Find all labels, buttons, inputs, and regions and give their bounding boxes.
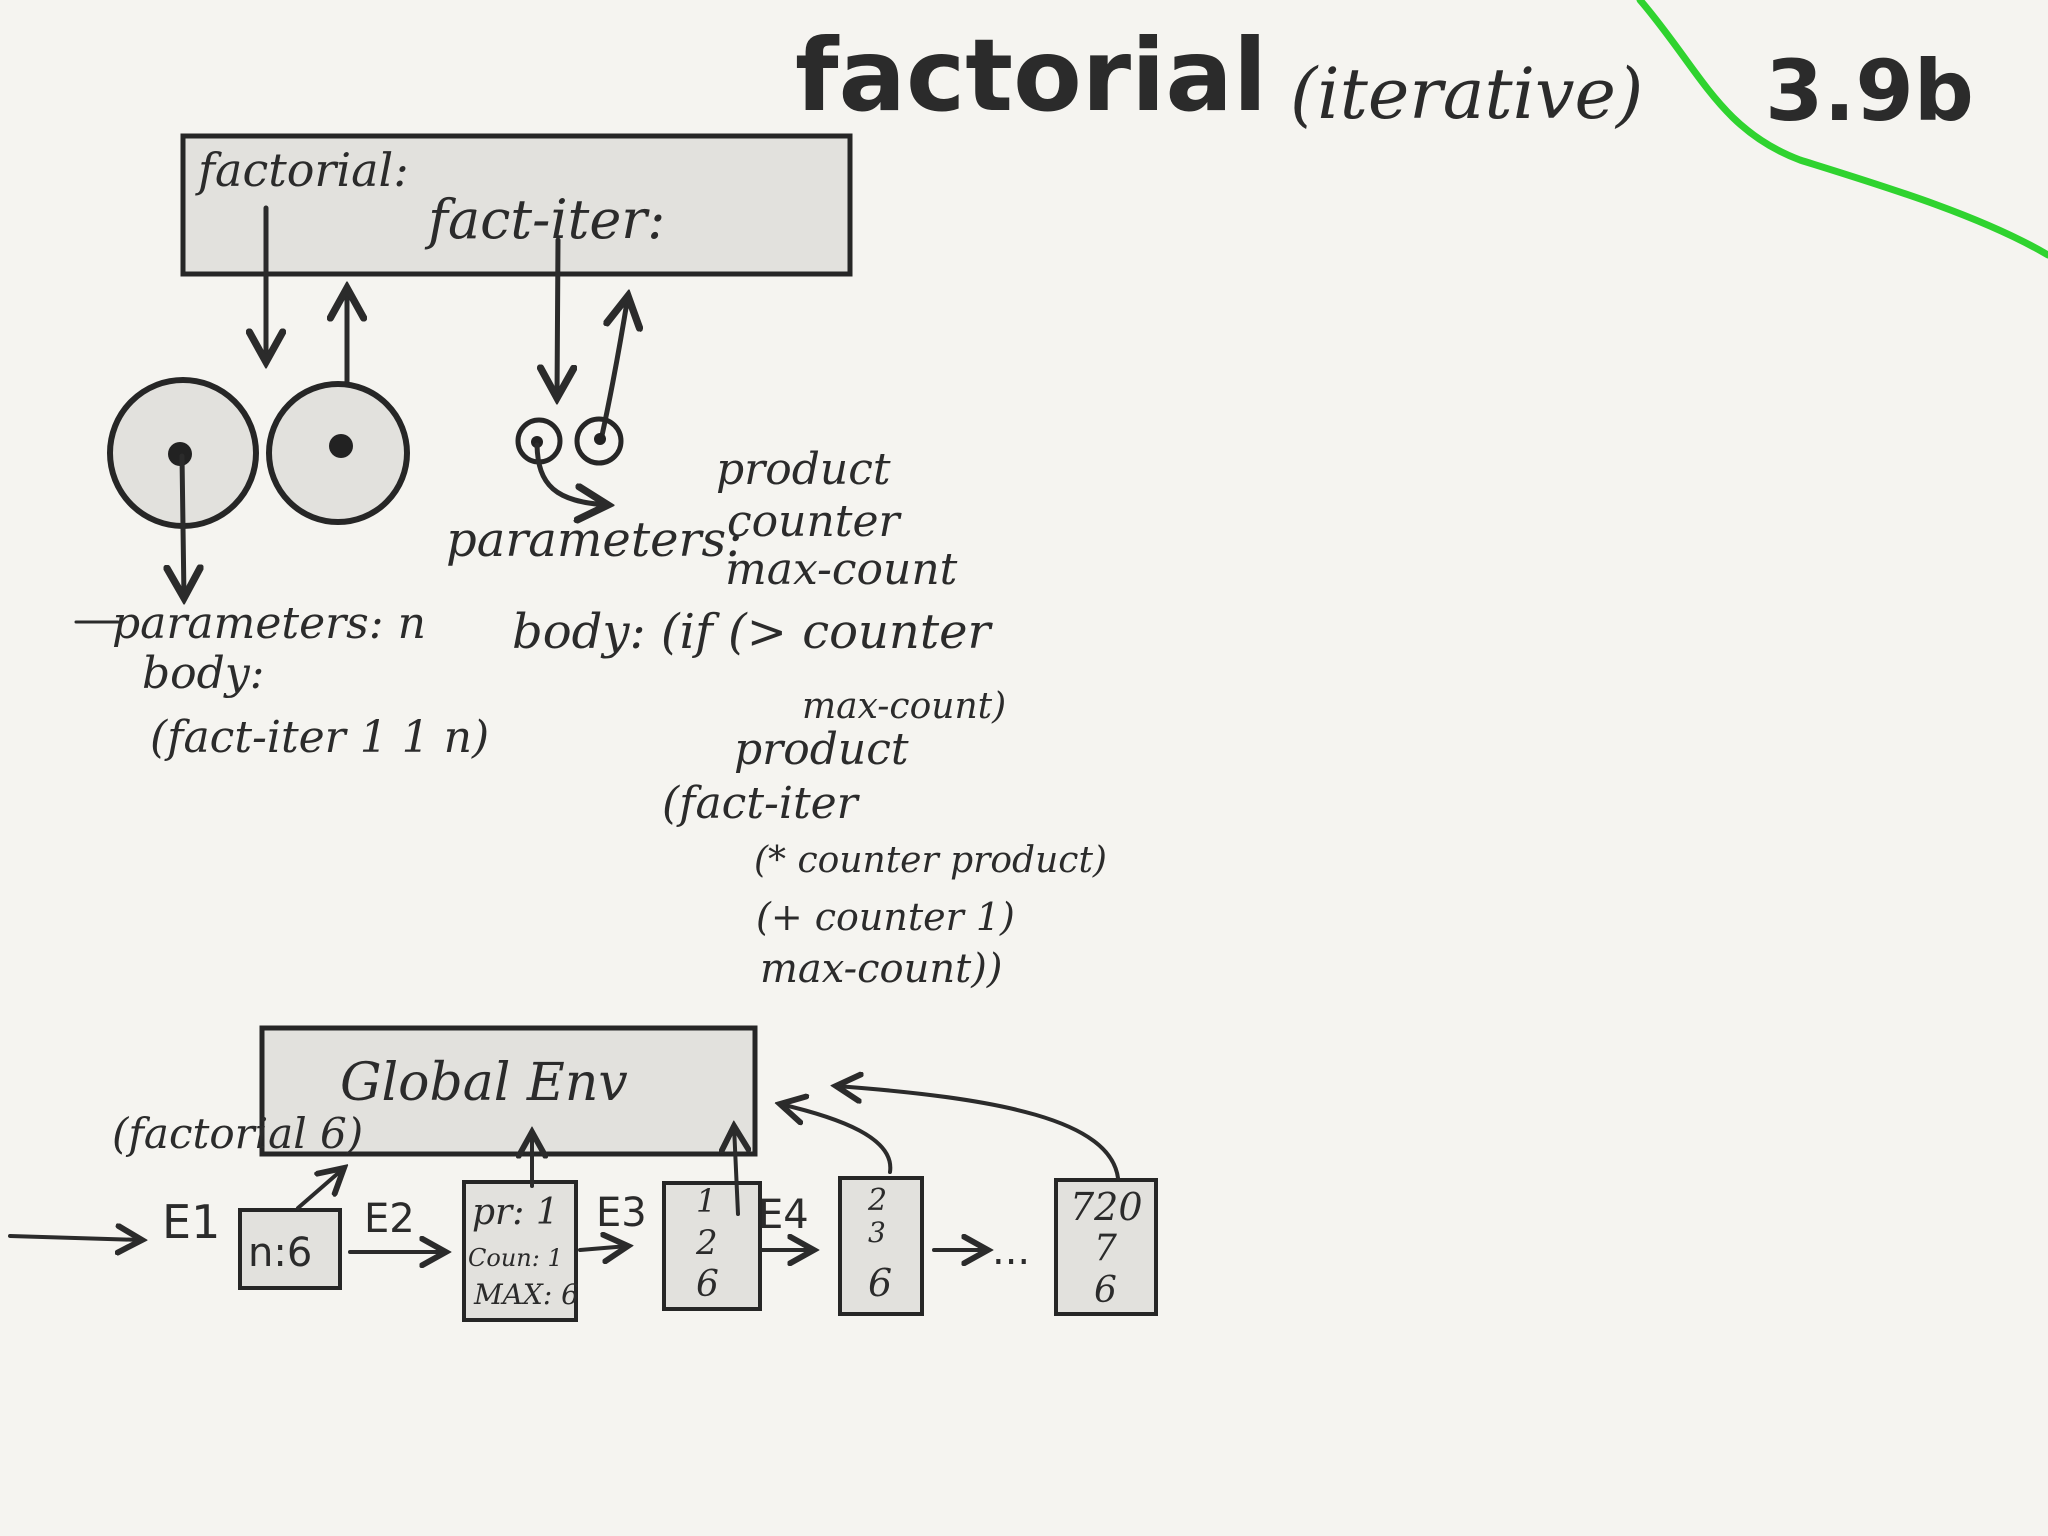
frame-e3-line: 1 <box>696 1182 716 1220</box>
fact-iter-body-line: (* counter product) <box>754 840 1107 881</box>
frame-e2-line: MAX: 6 <box>473 1278 579 1311</box>
factorial-params: parameters: n <box>112 598 426 649</box>
frame-e4-line: 6 <box>868 1261 892 1305</box>
frame-e2-line: Coun: 1 <box>468 1244 563 1272</box>
frame-e2-line: pr: 1 <box>472 1192 559 1233</box>
arrow-icon <box>598 296 628 443</box>
env-label-e1: E1 <box>162 1195 220 1249</box>
arrow-icon <box>734 1126 738 1216</box>
global-env-label: Global Env <box>340 1053 628 1113</box>
fact-iter-body-line: max-count) <box>802 686 1006 727</box>
fact-iter-body-line: body: (if (> counter <box>512 604 994 660</box>
fact-iter-body-line: product <box>734 724 909 775</box>
section-number: 3.9b <box>1765 42 1974 140</box>
pointer-dot <box>168 442 192 466</box>
arrow-icon <box>578 1246 628 1250</box>
arrow-icon <box>557 237 558 398</box>
green-divider-curve <box>1636 0 2048 259</box>
arrow-icon <box>182 453 184 598</box>
arrow-icon <box>296 1168 344 1210</box>
fact-iter-body-line: max-count)) <box>760 946 1002 992</box>
pointer-dot <box>531 436 543 448</box>
arrow-icon <box>534 442 608 505</box>
frame-last-line: 7 <box>1094 1228 1117 1269</box>
frame-box-e4 <box>838 1176 924 1316</box>
frame-box-e3 <box>662 1181 762 1311</box>
frame-e3-line: 6 <box>696 1264 719 1305</box>
frame-box-last <box>1054 1178 1158 1316</box>
global-env-box <box>259 1025 758 1157</box>
fact-iter-body-line: (fact-iter <box>662 778 861 829</box>
fact-iter-param-counter: counter <box>727 496 903 547</box>
frame-e1-line: n:6 <box>248 1230 312 1276</box>
fact-iter-param-max-count: max-count <box>725 544 958 595</box>
env-label-e3: E3 <box>596 1190 647 1236</box>
frame-box-e1 <box>238 1208 342 1290</box>
frame-box-e2 <box>462 1180 578 1322</box>
top-frame-box <box>180 133 853 277</box>
frame-last-line: 6 <box>1094 1270 1117 1311</box>
fact-iter-params-label: parameters: <box>446 512 742 568</box>
frame-e3-line: 2 <box>695 1223 718 1263</box>
factorial-body-label: body: <box>142 648 265 699</box>
env-label-e2: E2 <box>364 1196 415 1242</box>
top-frame-fact-iter-label: fact-iter: <box>424 188 665 251</box>
frame-e4-line: 3 <box>868 1216 886 1249</box>
env-label-e4: E4 <box>758 1192 809 1238</box>
title-main: factorial <box>795 17 1267 134</box>
arrow-icon <box>780 1104 893 1174</box>
global-env-call: (factorial 6) <box>112 1109 363 1158</box>
pointer-dot <box>594 433 606 445</box>
fact-iter-body-line: (+ counter 1) <box>756 895 1015 939</box>
frame-e4-line: 2 <box>867 1183 887 1218</box>
factorial-body-code: (fact-iter 1 1 n) <box>150 712 489 763</box>
ellipsis: ... <box>992 1228 1030 1274</box>
title-sub: (iterative) <box>1290 53 1643 135</box>
top-frame-factorial-label: factorial: <box>195 143 409 197</box>
frame-last-line: 720 <box>1070 1185 1143 1229</box>
arrow-icon <box>836 1086 1120 1180</box>
pointer-dot <box>329 434 353 458</box>
arrow-icon <box>8 1236 142 1240</box>
procedure-object-circle <box>574 416 624 466</box>
fact-iter-param-product: product <box>716 444 891 495</box>
